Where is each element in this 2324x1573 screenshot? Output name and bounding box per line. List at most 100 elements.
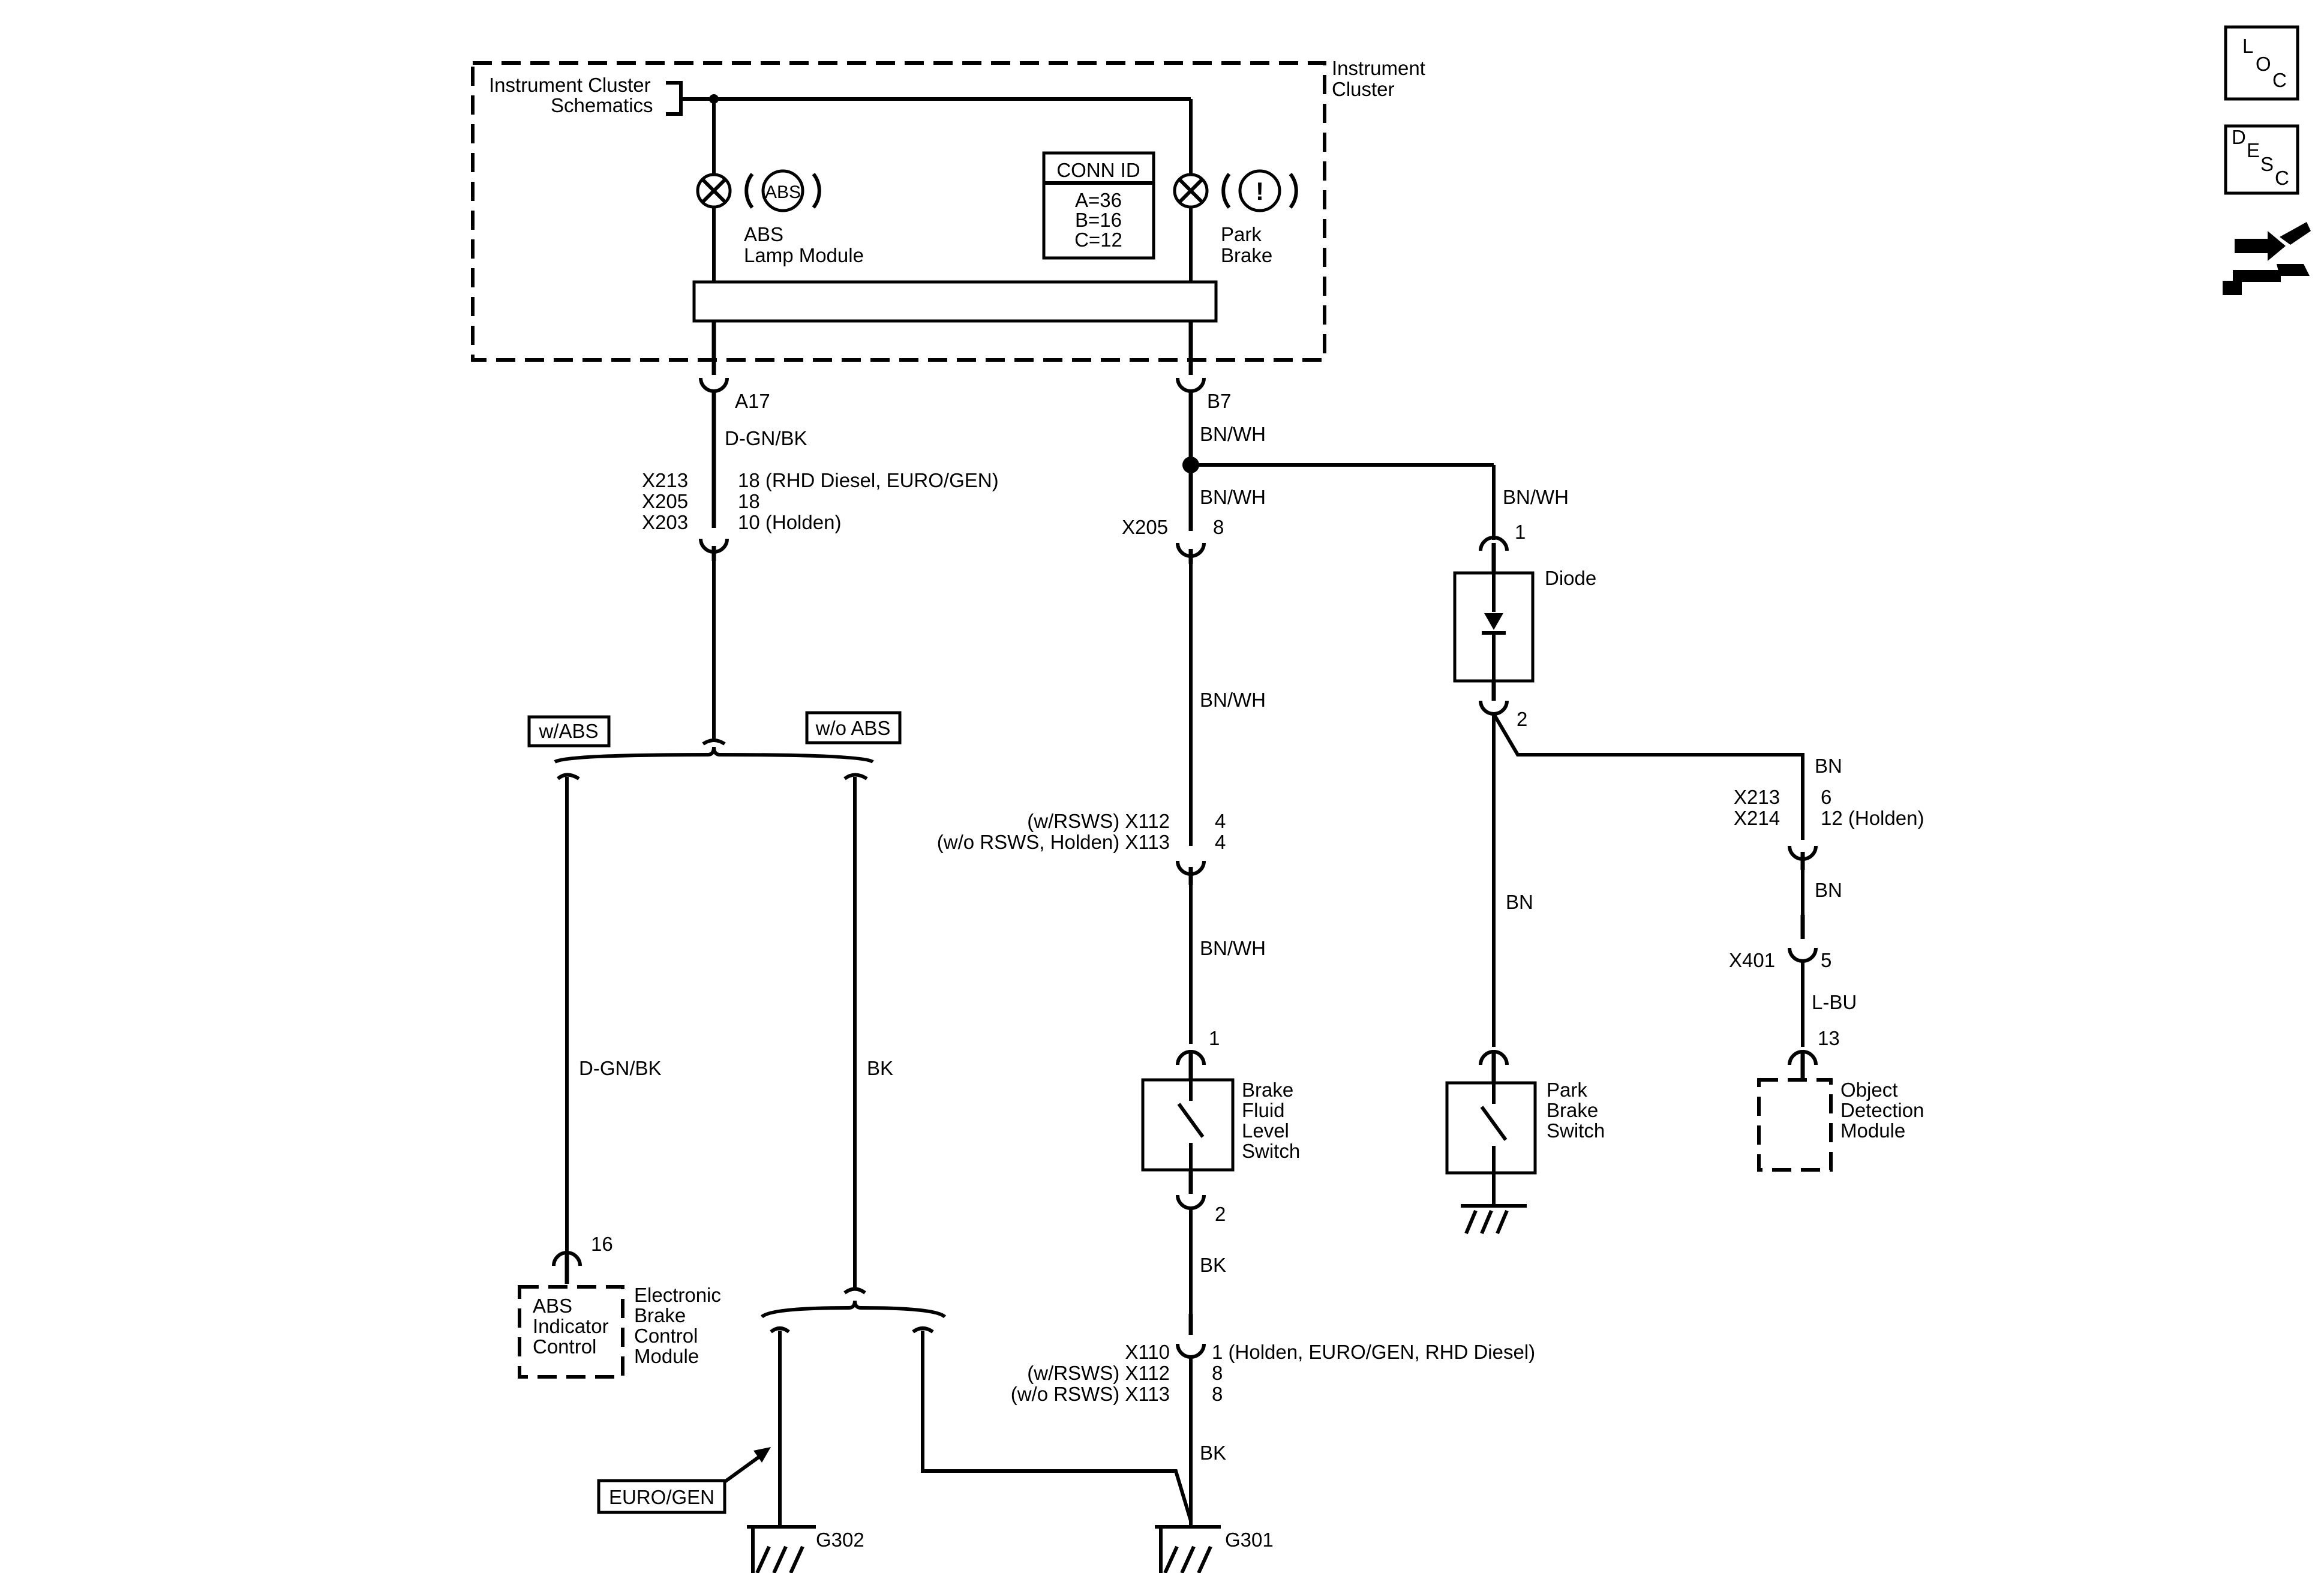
g301-label: G301 <box>1225 1529 1274 1551</box>
brake-fluid-level-switch-box <box>1141 1078 1235 1172</box>
bn-wire-to-odm <box>1492 713 1804 840</box>
g301-branch-hook <box>912 1326 934 1334</box>
desc-letter-2: E <box>2247 139 2260 161</box>
wire-d-gn-bk-top: D-GN/BK <box>725 427 807 449</box>
x205-center-pin: 8 <box>1213 516 1224 538</box>
loc-icon[interactable] <box>2224 25 2299 101</box>
loc-button[interactable]: L O C <box>2224 25 2299 101</box>
x205-center: X205 <box>1122 516 1168 538</box>
w-abs-branch-hook <box>557 773 580 781</box>
instrument-cluster-title-line2: Cluster <box>1332 78 1395 100</box>
diode-label: Diode <box>1545 567 1596 589</box>
wo-abs-branch-hook <box>843 773 868 781</box>
odm-pin: 13 <box>1818 1027 1840 1049</box>
wire-bn-odm-2: BN <box>1815 879 1842 901</box>
center-circuit: B7 BN/WH BN/WH X205 8 BN/WH (w/RSWS) X11… <box>937 321 1535 1573</box>
ground-split-hook <box>843 1287 866 1295</box>
odm-label-3: Module <box>1840 1119 1905 1142</box>
x113-center-pin: 4 <box>1215 831 1226 853</box>
option-brace <box>554 746 874 764</box>
desc-letter-4: C <box>2275 167 2289 189</box>
wire-bk-center-2: BK <box>1200 1442 1226 1464</box>
schematics-bracket <box>666 81 683 116</box>
without-abs-option: w/o ABS <box>815 717 891 739</box>
conn-id-c: C=12 <box>1074 229 1122 251</box>
x214-right-pin: 12 (Holden) <box>1821 807 1924 829</box>
x203-left-pin: 10 (Holden) <box>738 511 841 533</box>
instrument-cluster-boundary <box>471 61 1326 362</box>
x205-left-pin: 18 <box>738 490 760 512</box>
x213-left: X213 <box>642 469 688 491</box>
ground-brace <box>760 1300 947 1319</box>
a17-pin: A17 <box>735 390 770 412</box>
loc-letter-3: C <box>2272 69 2287 91</box>
g302-ground-icon <box>747 1525 816 1573</box>
park-brake-switch-label-2: Brake <box>1547 1099 1598 1121</box>
ebcm-label-1: Electronic <box>634 1284 721 1306</box>
desc-icon[interactable] <box>2224 124 2299 195</box>
brake-fluid-switch-label-2: Fluid <box>1242 1099 1285 1121</box>
ebcm-pin: 16 <box>591 1233 613 1255</box>
left-circuit: A17 D-GN/BK X213 X205 X203 18 (RHD Diese… <box>518 321 1193 1573</box>
brake-fluid-switch-pin-1: 1 <box>1209 1027 1220 1049</box>
x401-right: X401 <box>1729 949 1775 971</box>
wire-bk-center-1: BK <box>1200 1254 1226 1276</box>
euro-gen-callout: EURO/GEN <box>609 1486 714 1508</box>
brake-fluid-switch-connector-bottom-icon <box>1176 1194 1206 1210</box>
abs-symbol-text: ABS <box>765 182 801 202</box>
diode-pin-1: 1 <box>1515 521 1526 543</box>
park-brake-switch-contact-icon <box>1480 1083 1508 1206</box>
wire-bk-left: BK <box>867 1057 893 1079</box>
g302-label: G302 <box>816 1529 864 1551</box>
conn-id-title: CONN ID <box>1056 159 1140 181</box>
diode-symbol-icon <box>1482 573 1506 681</box>
wire-bn-wh-4: BN/WH <box>1200 937 1266 959</box>
option-split-hook <box>702 739 726 746</box>
park-brake-lamp-label-line2: Brake <box>1221 244 1272 266</box>
without-abs-option-box <box>805 711 902 745</box>
diode-connector-bottom-icon <box>1479 700 1509 716</box>
instrument-cluster: Instrument Cluster Instrument Cluster Sc… <box>471 57 1425 362</box>
x214-right: X214 <box>1734 807 1780 829</box>
x113-center-lower: (w/o RSWS) X113 <box>1011 1383 1170 1405</box>
diode-connector-top-icon <box>1479 536 1509 551</box>
desc-button[interactable]: D E S C <box>2224 124 2299 195</box>
cluster-circuit-board <box>692 280 1218 323</box>
x401-connector-icon <box>1788 947 1818 963</box>
abs-lamp-label-line1: ABS <box>744 223 783 245</box>
with-abs-option-box <box>527 715 611 748</box>
park-brake-switch-label-3: Switch <box>1547 1119 1605 1142</box>
x112-center-lower: (w/RSWS) X112 <box>1027 1362 1170 1384</box>
ebcm-label-2: Brake <box>634 1304 686 1326</box>
schematics-link-line1[interactable]: Instrument Cluster <box>489 74 651 96</box>
park-brake-lamp-label-line1: Park <box>1221 223 1262 245</box>
desc-letter-1: D <box>2232 126 2246 148</box>
x112-center-lower-pin: 8 <box>1212 1362 1223 1384</box>
ebcm-label-3: Control <box>634 1325 698 1347</box>
park-symbol-text: ! <box>1256 177 1264 205</box>
diode-pin-2: 2 <box>1517 708 1527 730</box>
schematics-link-line2[interactable]: Schematics <box>551 94 653 116</box>
loc-letter-1: L <box>2242 35 2253 57</box>
brake-fluid-switch-pin-2: 2 <box>1215 1203 1226 1225</box>
brake-fluid-switch-label-3: Level <box>1242 1119 1289 1142</box>
wire-bn-park: BN <box>1506 891 1533 913</box>
brake-fluid-switch-label-1: Brake <box>1242 1079 1293 1101</box>
x401-right-pin: 5 <box>1821 949 1831 971</box>
x213-left-pin: 18 (RHD Diesel, EURO/GEN) <box>738 469 999 491</box>
ebcm-box <box>518 1285 624 1379</box>
euro-gen-arrow-icon <box>753 1447 771 1463</box>
connector-tool-icon[interactable] <box>2223 222 2311 295</box>
wire-l-bu: L-BU <box>1812 991 1857 1013</box>
wire-d-gn-bk-abs: D-GN/BK <box>579 1057 662 1079</box>
abs-lamp-label-line2: Lamp Module <box>744 244 864 266</box>
wire-bn-wh-3: BN/WH <box>1200 689 1266 711</box>
x110-connector-icon <box>1176 1343 1206 1359</box>
park-brake-switch-ground-icon <box>1461 1204 1527 1235</box>
park-brake-switch-box <box>1445 1081 1537 1175</box>
abs-lamp-icon <box>696 173 732 209</box>
g301-left-wire <box>921 1331 1193 1521</box>
b7-pin: B7 <box>1207 390 1231 412</box>
x113-center-lower-pin: 8 <box>1212 1383 1223 1405</box>
